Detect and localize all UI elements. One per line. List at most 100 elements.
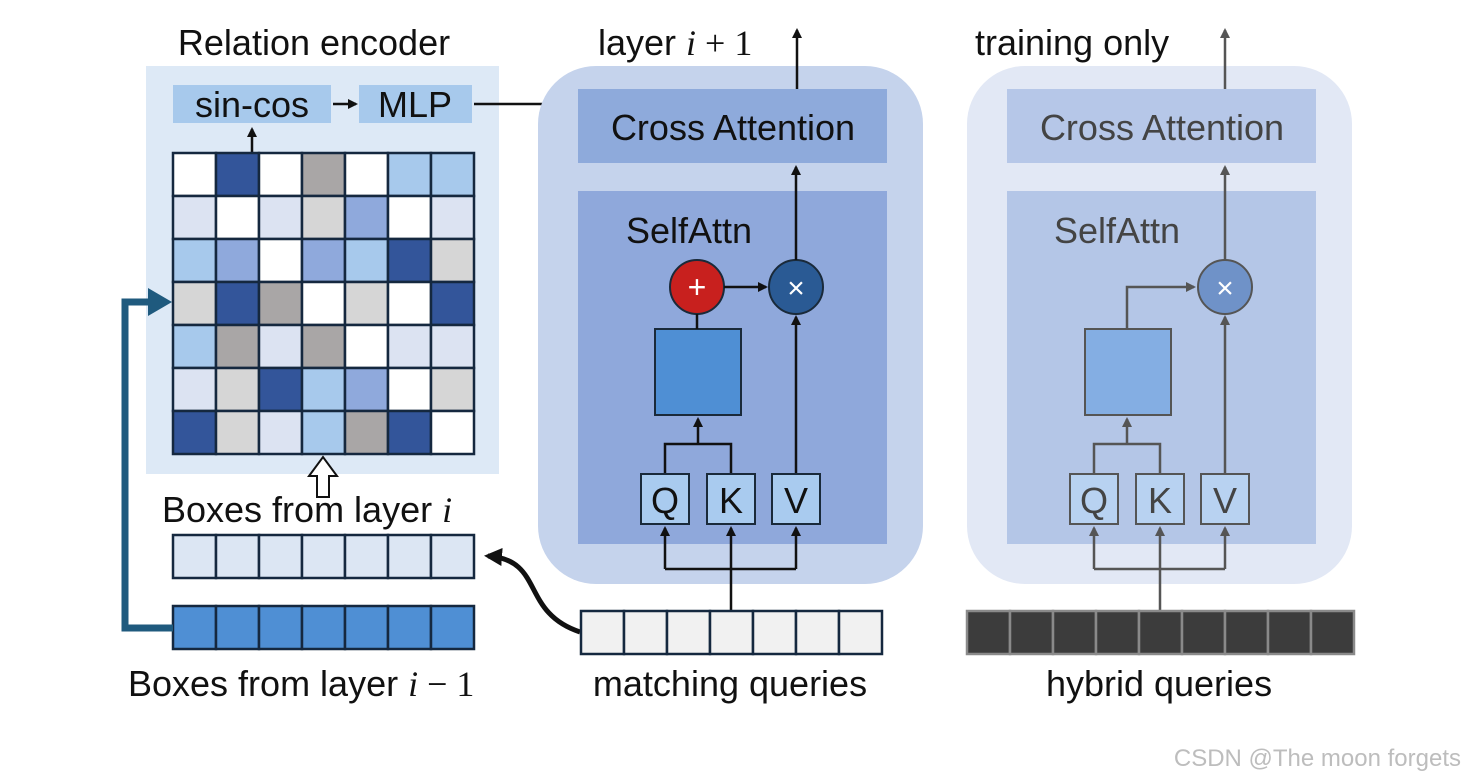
decoder-layer: layer i + 1 Cross Attention SelfAttn + ×… bbox=[538, 22, 923, 611]
box-cell-prev bbox=[386, 604, 433, 651]
box-cell-prev bbox=[300, 604, 347, 651]
multiply-symbol: × bbox=[787, 272, 805, 305]
box-cell-current bbox=[257, 533, 304, 580]
matrix-cell bbox=[257, 194, 304, 241]
matrix-cell bbox=[171, 151, 218, 198]
watermark: CSDN @The moon forgets bbox=[1174, 745, 1461, 772]
box-cell-current bbox=[343, 533, 390, 580]
matrix-cell bbox=[257, 151, 304, 198]
matrix-cell bbox=[386, 151, 433, 198]
box-cell-prev bbox=[429, 604, 476, 651]
cross-attention-label: Cross Attention bbox=[611, 107, 855, 148]
matching-queries-label: matching queries bbox=[593, 663, 867, 704]
attention-weight-block bbox=[654, 328, 742, 416]
mlp-box bbox=[359, 85, 472, 123]
box-cell-prev bbox=[171, 604, 218, 651]
q-label: Q bbox=[651, 480, 679, 521]
matrix-cell bbox=[171, 409, 218, 456]
matrix-cell bbox=[386, 323, 433, 370]
matrix-cell bbox=[343, 323, 390, 370]
matching-query-cell bbox=[837, 609, 884, 656]
matrix-cell bbox=[257, 323, 304, 370]
matrix-cell bbox=[429, 409, 476, 456]
training-cross-attention-label: Cross Attention bbox=[1040, 107, 1284, 148]
box-cell-prev bbox=[257, 604, 304, 651]
hybrid-query-cell bbox=[1051, 609, 1098, 656]
hybrid-query-cell bbox=[1266, 609, 1313, 656]
matrix-cell bbox=[386, 280, 433, 327]
matrix-cell bbox=[300, 409, 347, 456]
matrix-cell bbox=[386, 237, 433, 284]
matrix-cell bbox=[214, 237, 261, 284]
feedback-arrowhead bbox=[148, 288, 172, 316]
cross-attention-box bbox=[578, 89, 887, 163]
training-block-to-multiply bbox=[1125, 282, 1196, 329]
matrix-cell bbox=[300, 151, 347, 198]
training-multiply-symbol: × bbox=[1216, 272, 1234, 305]
hybrid-query-cell bbox=[1309, 609, 1356, 656]
training-selfattn-label: SelfAttn bbox=[1054, 210, 1180, 251]
relation-encoder-title: Relation encoder bbox=[178, 22, 450, 63]
matching-query-cell bbox=[751, 609, 798, 656]
training-only-title: training only bbox=[975, 22, 1169, 63]
v-box bbox=[771, 473, 821, 525]
add-symbol: + bbox=[688, 269, 707, 305]
matrix-cell bbox=[429, 366, 476, 413]
matrix-cell bbox=[171, 237, 218, 284]
relation-encoder: Relation encoder sin-cos MLP bbox=[146, 22, 499, 498]
training-branch: training only Cross Attention SelfAttn ×… bbox=[967, 22, 1352, 611]
boxes-prev-row bbox=[171, 604, 476, 651]
training-k-box bbox=[1135, 473, 1185, 525]
matrix-cell bbox=[257, 409, 304, 456]
v-label: V bbox=[784, 480, 808, 521]
relation-matrix bbox=[171, 151, 476, 456]
matrix-cell bbox=[429, 237, 476, 284]
boxes-current-label: Boxes from layer i bbox=[162, 489, 452, 530]
training-v-box bbox=[1200, 473, 1250, 525]
matrix-cell bbox=[171, 323, 218, 370]
feedback-arrow bbox=[121, 298, 173, 632]
matrix-cell bbox=[300, 323, 347, 370]
hybrid-queries-label: hybrid queries bbox=[1046, 663, 1272, 704]
training-k-label: K bbox=[1148, 480, 1172, 521]
boxes-prev-label: Boxes from layer i − 1 bbox=[128, 663, 474, 704]
sincos-label: sin-cos bbox=[195, 84, 309, 125]
box-cell-prev bbox=[214, 604, 261, 651]
matching-query-cell bbox=[579, 609, 626, 656]
matrix-cell bbox=[214, 409, 261, 456]
matrix-cell bbox=[214, 280, 261, 327]
matching-query-cell bbox=[665, 609, 712, 656]
matrix-cell bbox=[171, 366, 218, 413]
box-cell-current bbox=[429, 533, 476, 580]
matching-query-cell bbox=[708, 609, 755, 656]
hybrid-query-cell bbox=[1180, 609, 1227, 656]
q-box bbox=[640, 473, 690, 525]
box-cell-current bbox=[386, 533, 433, 580]
matrix-cell bbox=[343, 237, 390, 284]
box-cell-prev bbox=[343, 604, 390, 651]
matrix-cell bbox=[429, 280, 476, 327]
matrix-cell bbox=[429, 323, 476, 370]
hybrid-query-cell bbox=[1223, 609, 1270, 656]
matrix-cell bbox=[257, 366, 304, 413]
matrix-cell bbox=[171, 280, 218, 327]
boxes-current-row bbox=[171, 533, 476, 580]
matrix-cell bbox=[343, 409, 390, 456]
sincos-box bbox=[173, 85, 331, 123]
matching-query-cell bbox=[794, 609, 841, 656]
hybrid-query-cell bbox=[1008, 609, 1055, 656]
matrix-cell bbox=[214, 151, 261, 198]
hybrid-query-cell bbox=[965, 609, 1012, 656]
matrix-cell bbox=[300, 280, 347, 327]
hybrid-query-cell bbox=[1137, 609, 1184, 656]
queries-to-boxes-curve bbox=[484, 548, 581, 635]
matrix-cell bbox=[300, 366, 347, 413]
matrix-cell bbox=[429, 194, 476, 241]
training-q-label: Q bbox=[1080, 480, 1108, 521]
matrix-cell bbox=[257, 237, 304, 284]
box-cell-current bbox=[171, 533, 218, 580]
matrix-cell bbox=[386, 194, 433, 241]
hybrid-queries-row bbox=[965, 609, 1356, 656]
matrix-cell bbox=[386, 366, 433, 413]
k-box bbox=[706, 473, 756, 525]
